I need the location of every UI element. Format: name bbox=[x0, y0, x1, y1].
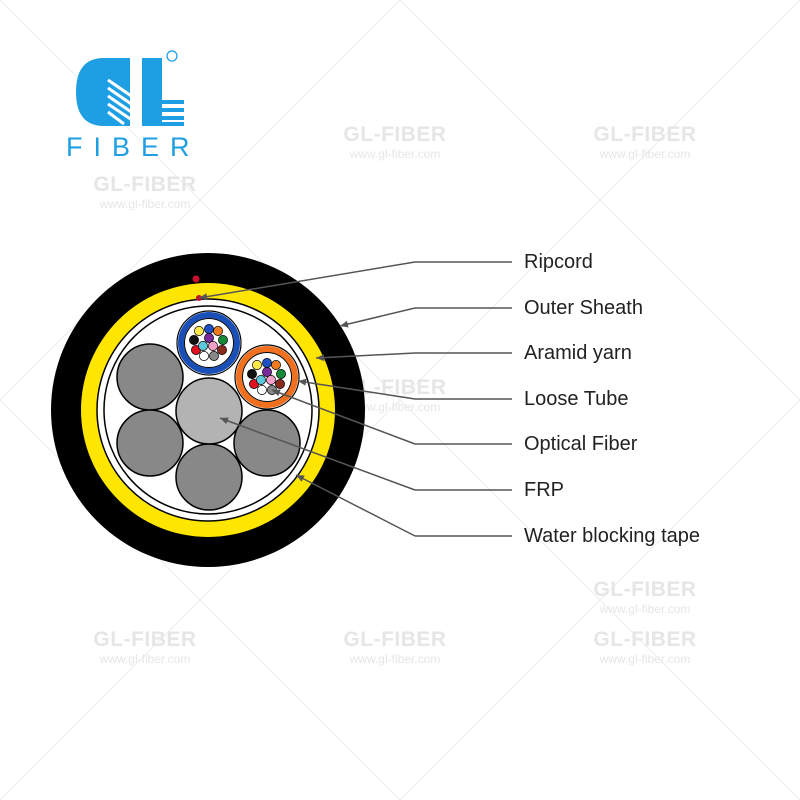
label-ripcord: Ripcord bbox=[524, 251, 593, 273]
leader-line-ripcord bbox=[198, 261, 416, 299]
arrowhead-icon bbox=[340, 320, 349, 328]
filler-rod bbox=[116, 409, 184, 477]
optical-fiber bbox=[198, 341, 208, 351]
frp-center-member bbox=[175, 377, 243, 445]
loose-tube-wall bbox=[178, 312, 240, 374]
optical-fiber bbox=[209, 351, 219, 361]
label-frp: FRP bbox=[524, 479, 564, 501]
filler-rod bbox=[116, 343, 184, 411]
optical-fiber bbox=[204, 324, 214, 334]
optical-fiber bbox=[262, 358, 272, 368]
arrowhead-icon bbox=[296, 475, 305, 482]
leader-line-optical-fiber bbox=[271, 389, 416, 445]
optical-fiber bbox=[266, 375, 276, 385]
optical-fiber bbox=[247, 369, 257, 379]
label-loose-tube: Loose Tube bbox=[524, 388, 629, 410]
label-aramid-yarn: Aramid yarn bbox=[524, 342, 632, 364]
arrowhead-icon bbox=[316, 354, 325, 362]
optical-fiber bbox=[208, 341, 218, 351]
logo-text: FIBER bbox=[66, 132, 201, 162]
leader-line-water-blocking-tape bbox=[295, 474, 416, 537]
optical-fiber bbox=[275, 379, 285, 389]
filler-rod bbox=[233, 409, 301, 477]
optical-fiber bbox=[256, 375, 266, 385]
optical-fiber bbox=[218, 335, 228, 345]
optical-fiber bbox=[252, 360, 262, 370]
optical-fiber bbox=[257, 385, 267, 395]
watermark-line bbox=[399, 399, 800, 800]
label-water-blocking-tape: Water blocking tape bbox=[524, 525, 701, 547]
ripcord-outer bbox=[192, 275, 200, 283]
arrowhead-icon bbox=[199, 293, 208, 301]
filler-rod bbox=[175, 443, 243, 511]
leader-line-loose-tube bbox=[297, 380, 416, 400]
leader-line-outer-sheath bbox=[339, 307, 416, 327]
optical-fiber bbox=[189, 335, 199, 345]
label-optical-fiber: Optical Fiber bbox=[524, 433, 638, 455]
loose-tube-wall bbox=[236, 346, 298, 408]
leader-line-frp bbox=[219, 417, 416, 491]
optical-fiber bbox=[217, 345, 227, 355]
optical-fiber bbox=[271, 360, 281, 370]
optical-fiber bbox=[194, 326, 204, 336]
optical-fiber bbox=[213, 326, 223, 336]
optical-fiber bbox=[204, 333, 214, 343]
optical-fiber bbox=[262, 367, 272, 377]
watermark-line bbox=[0, 0, 401, 401]
arrowhead-icon bbox=[298, 378, 307, 386]
watermark-line bbox=[0, 398, 401, 800]
optical-fiber bbox=[199, 351, 209, 361]
leader-line-aramid-yarn bbox=[315, 352, 416, 359]
optical-fiber bbox=[276, 369, 286, 379]
watermark-line bbox=[399, 0, 800, 402]
arrowhead-icon bbox=[272, 389, 281, 397]
arrowhead-icon bbox=[220, 417, 229, 425]
label-outer-sheath: Outer Sheath bbox=[524, 297, 643, 319]
